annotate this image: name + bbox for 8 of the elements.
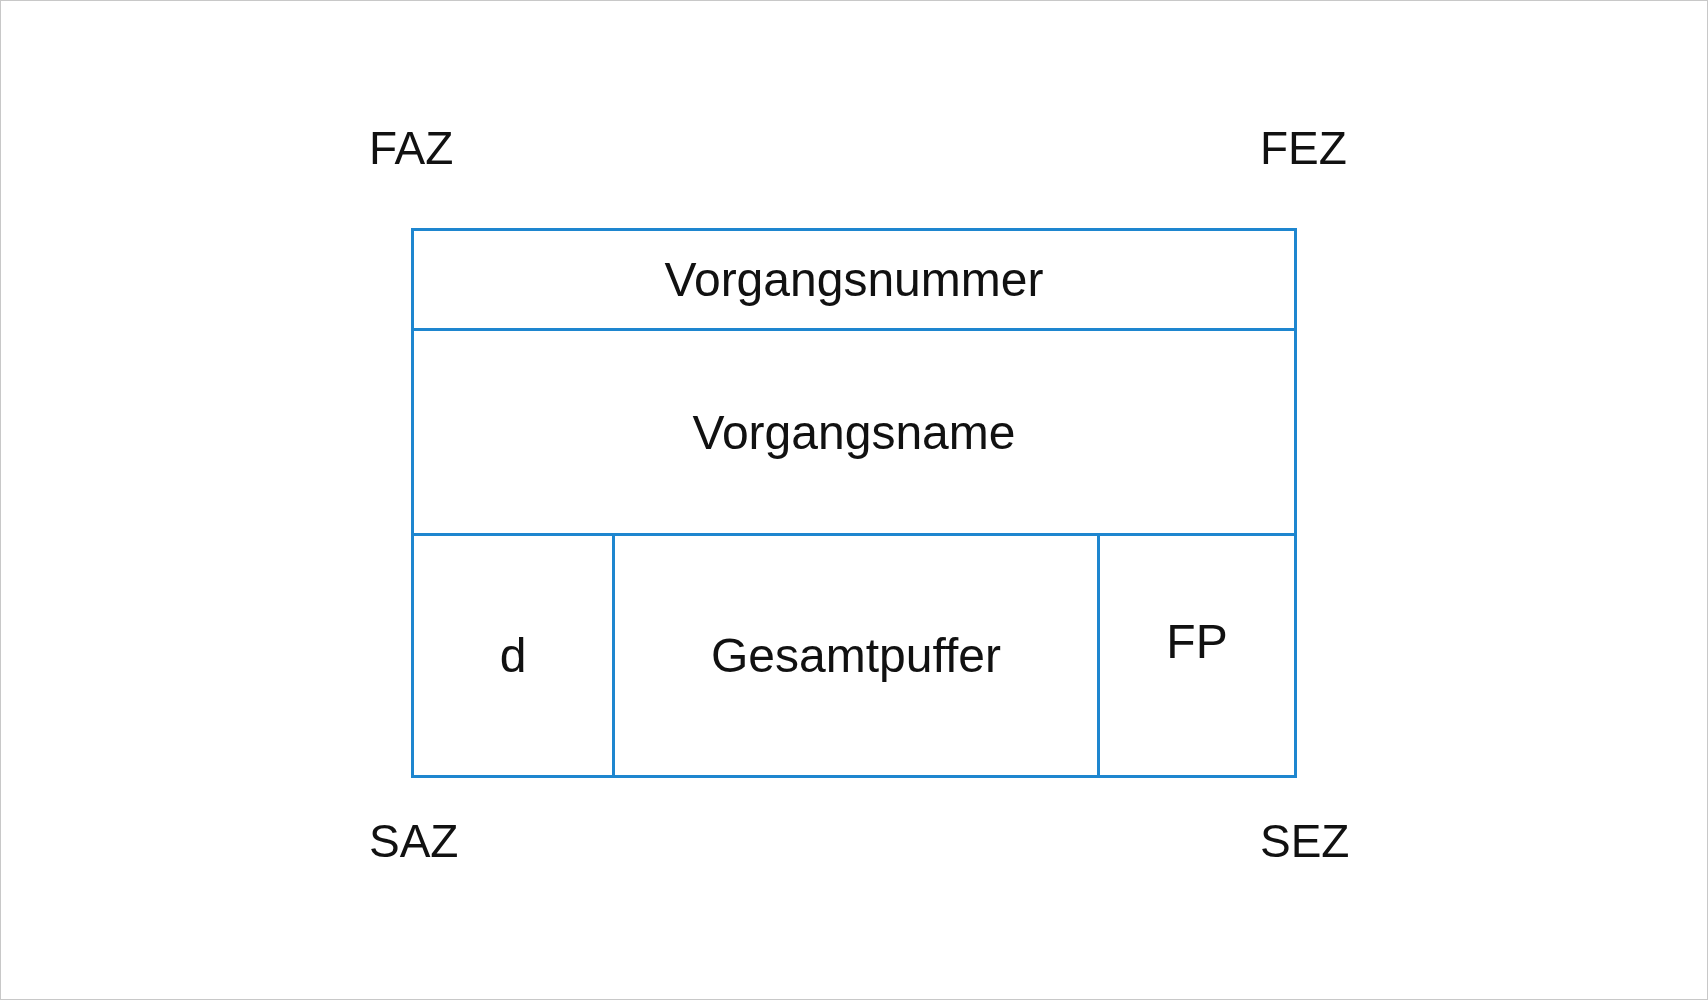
earliest-finish-label: FEZ — [1260, 125, 1347, 171]
network-node-field: d — [411, 533, 615, 778]
network-node-field: Vorgangsname — [411, 328, 1297, 536]
latest-finish-label: SEZ — [1260, 818, 1350, 864]
latest-start-label: SAZ — [369, 818, 459, 864]
network-node-field: Vorgangsnummer — [411, 228, 1297, 331]
network-node-field: FP — [1097, 533, 1297, 778]
earliest-start-label: FAZ — [369, 125, 454, 171]
